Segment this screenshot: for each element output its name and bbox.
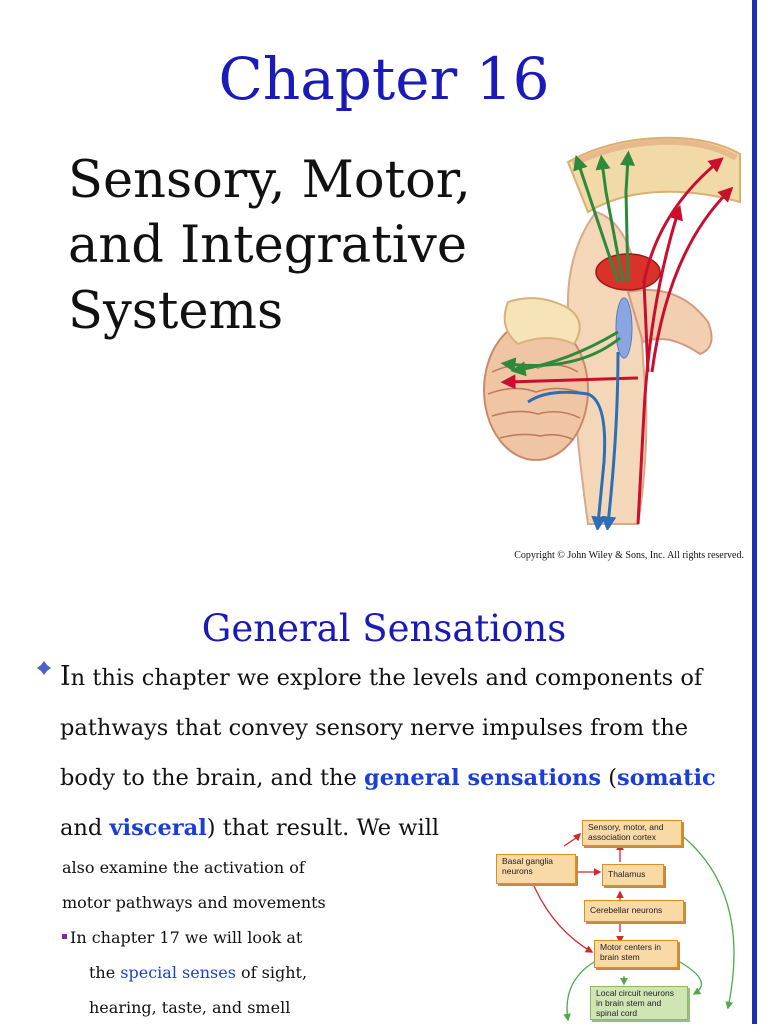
copyright-notice: Copyright © John Wiley & Sons, Inc. All … [514,550,744,561]
small-line-5: hearing, taste, and smell [89,998,291,1017]
para-line-1-text: n this chapter we explore the levels and… [70,665,703,691]
small-line-3-text: In chapter 17 we will look at [70,928,303,947]
small-line-4: the special senses of sight, [62,955,482,990]
para-line-3-pre: body to the brain, and the [60,765,364,791]
para-first-letter: I [60,661,71,692]
subtitle-line-1: Sensory, Motor, [68,151,471,210]
small-line-3: In chapter 17 we will look at [62,920,482,955]
para-line-2: pathways that convey sensory nerve impul… [60,715,689,741]
small-line-1: also examine the activation of [62,858,305,877]
para-line-4-pre: and [60,815,110,841]
para-line-3: body to the brain, and the general sensa… [60,753,740,803]
motor-control-flowchart: Sensory, motor, and association cortex B… [484,812,752,1024]
para-line-4: and visceral) that result. We will [60,803,740,853]
motor-paragraph: also examine the activation of motor pat… [62,850,482,1025]
small-line-2: motor pathways and movements [62,893,326,912]
small-line-4-post: of sight, [235,963,308,982]
para-line-1: In this chapter we explore the levels an… [60,652,740,703]
section-title: General Sensations [201,607,567,650]
slide-subtitle: Sensory, Motor, and Integrative Systems [68,148,508,344]
diamond-bullet-icon [37,661,51,675]
subtitle-line-3: Systems [68,281,284,341]
flowchart-arrows [533,832,735,1022]
para-line-4-post: ) that result. We will [206,815,440,841]
keyword-special-senses: special senses [120,963,236,982]
box-association-cortex: Sensory, motor, and association cortex [582,820,682,846]
keyword-somatic: somatic [617,765,716,791]
box-thalamus: Thalamus [602,864,664,886]
box-motor-centers: Motor centers in brain stem [594,940,678,968]
keyword-visceral: visceral [109,815,207,841]
square-bullet-icon [62,934,67,939]
subtitle-line-2: and Integrative [68,216,468,276]
keyword-general-sensations: general sensations [363,765,602,791]
slide-title: Chapter 16 [218,45,550,113]
box-basal-ganglia: Basal ganglia neurons [496,854,576,884]
intro-paragraph: In this chapter we explore the levels an… [60,652,740,853]
brain-pathways-illustration [483,136,741,530]
small-line-4-pre: the [89,963,121,982]
right-border-rule [752,0,757,1024]
box-cerebellar-neurons: Cerebellar neurons [584,900,684,922]
box-local-circuit: Local circuit neurons in brain stem and … [590,986,688,1020]
para-line-3-mid: ( [601,765,618,791]
